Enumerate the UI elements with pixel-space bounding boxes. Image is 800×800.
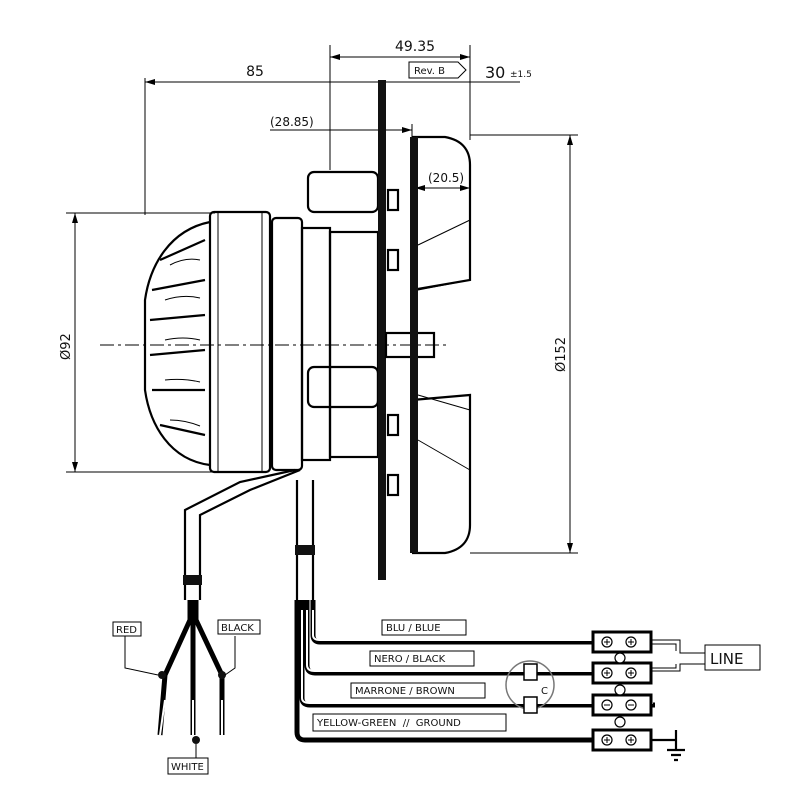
ground-wire-label-box (312, 713, 507, 732)
revision-tag (408, 61, 467, 79)
line-label-box (704, 644, 761, 671)
brown-wire-label-box (350, 682, 486, 699)
white-lead-label-box (167, 757, 209, 775)
cooling-fins (149, 238, 206, 437)
cables (124, 468, 315, 758)
black-wire-label: NERO / BLACK (374, 654, 446, 665)
capacitor-label: C (541, 686, 548, 697)
terminal-block (591, 630, 705, 752)
dim-tolerance: ±1.5 (510, 70, 532, 80)
red-lead-label: RED (116, 625, 137, 636)
dim-impeller-diameter: Ø152 (554, 337, 569, 372)
black-wire-label-box (369, 650, 475, 667)
white-lead-label: WHITE (171, 762, 204, 773)
blue-wire-label-box (381, 619, 467, 636)
motor-body (143, 80, 436, 580)
dim-body-length: 49.35 (395, 39, 435, 55)
terminal-wiring (294, 600, 655, 743)
blue-wire-label: BLU / BLUE (386, 623, 441, 634)
dim-overall-length: 85 (246, 64, 264, 80)
brown-wire-label: MARRONE / BROWN (355, 686, 455, 697)
dim-motor-diameter: Ø92 (59, 333, 74, 360)
black-lead-label-box (217, 619, 261, 635)
ground-symbol-icon (651, 730, 685, 762)
ground-wire-label: YELLOW-GREEN // GROUND (316, 718, 461, 729)
black-lead-label: BLACK (221, 623, 254, 634)
mounting-plate (378, 80, 386, 580)
dimension-lines (66, 45, 578, 554)
dim-plate-offset: (28.85) (270, 115, 314, 129)
impeller (410, 135, 472, 555)
dim-impeller-width: (20.5) (428, 171, 464, 185)
dim-impeller-offset: 30 (485, 63, 505, 82)
red-lead-label-box (112, 621, 142, 637)
revision-label: Rev. B (414, 66, 445, 77)
line-label: LINE (710, 650, 743, 668)
